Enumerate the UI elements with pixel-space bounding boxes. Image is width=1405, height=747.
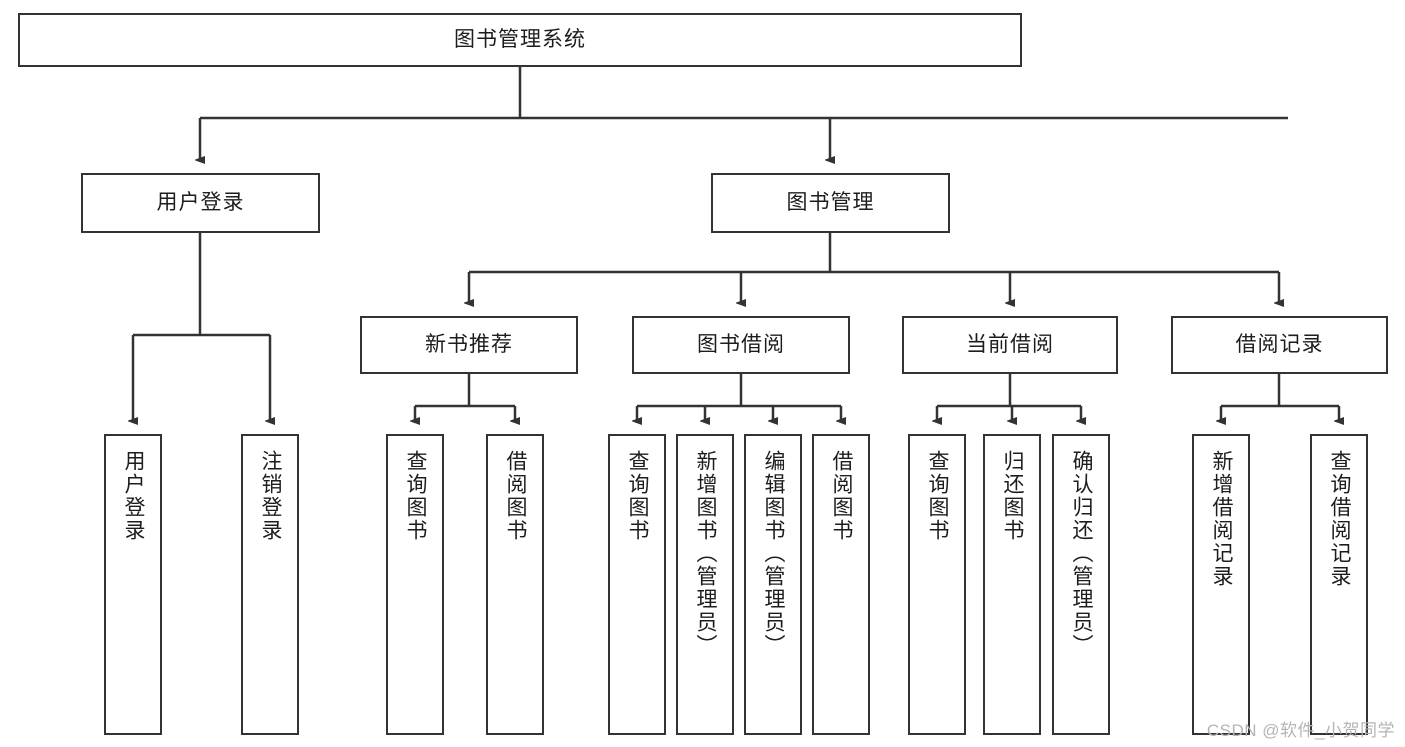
node-root-label: 图书管理系统: [454, 28, 586, 52]
node-current-borrow[interactable]: 当前借阅: [902, 316, 1118, 374]
node-leaf-borrow-lend-label: 借阅图书: [830, 450, 854, 542]
node-leaf-current-confirm-label: 确认归还（管理员）: [1070, 450, 1094, 657]
node-current-borrow-label: 当前借阅: [966, 333, 1054, 357]
node-leaf-recommend-query[interactable]: 查询图书: [386, 434, 444, 735]
node-leaf-recommend-borrow-label: 借阅图书: [504, 450, 528, 542]
node-root[interactable]: 图书管理系统: [18, 13, 1022, 67]
node-leaf-user-logout-label: 注销登录: [259, 450, 283, 542]
node-borrow-record-label: 借阅记录: [1235, 333, 1324, 357]
node-leaf-borrow-query-label: 查询图书: [626, 450, 650, 542]
node-leaf-current-query[interactable]: 查询图书: [908, 434, 966, 735]
node-leaf-current-return-label: 归还图书: [1001, 450, 1025, 542]
node-book-borrow[interactable]: 图书借阅: [632, 316, 850, 374]
node-leaf-borrow-lend[interactable]: 借阅图书: [812, 434, 870, 735]
node-new-book-recommend-label: 新书推荐: [425, 333, 513, 357]
node-leaf-recommend-query-label: 查询图书: [404, 450, 428, 542]
node-leaf-record-add-label: 新增借阅记录: [1210, 450, 1234, 588]
node-leaf-borrow-add-label: 新增图书（管理员）: [694, 450, 718, 657]
node-book-borrow-label: 图书借阅: [697, 333, 785, 357]
node-user-login-label: 用户登录: [156, 191, 245, 215]
node-leaf-record-query[interactable]: 查询借阅记录: [1310, 434, 1368, 735]
node-leaf-borrow-query[interactable]: 查询图书: [608, 434, 666, 735]
node-borrow-record[interactable]: 借阅记录: [1171, 316, 1388, 374]
watermark: CSDN @软件_小贺同学: [1206, 721, 1395, 740]
node-leaf-record-query-label: 查询借阅记录: [1328, 450, 1352, 588]
node-leaf-current-query-label: 查询图书: [926, 450, 950, 542]
node-book-manage-label: 图书管理: [786, 191, 875, 215]
node-book-manage[interactable]: 图书管理: [711, 173, 950, 233]
node-new-book-recommend[interactable]: 新书推荐: [360, 316, 578, 374]
node-user-login[interactable]: 用户登录: [81, 173, 320, 233]
node-leaf-user-login[interactable]: 用户登录: [104, 434, 162, 735]
node-leaf-recommend-borrow[interactable]: 借阅图书: [486, 434, 544, 735]
node-leaf-borrow-edit[interactable]: 编辑图书（管理员）: [744, 434, 802, 735]
node-leaf-record-add[interactable]: 新增借阅记录: [1192, 434, 1250, 735]
node-leaf-user-logout[interactable]: 注销登录: [241, 434, 299, 735]
node-leaf-borrow-add[interactable]: 新增图书（管理员）: [676, 434, 734, 735]
node-leaf-current-return[interactable]: 归还图书: [983, 434, 1041, 735]
node-leaf-current-confirm[interactable]: 确认归还（管理员）: [1052, 434, 1110, 735]
node-leaf-user-login-label: 用户登录: [122, 450, 146, 542]
node-leaf-borrow-edit-label: 编辑图书（管理员）: [762, 450, 786, 657]
